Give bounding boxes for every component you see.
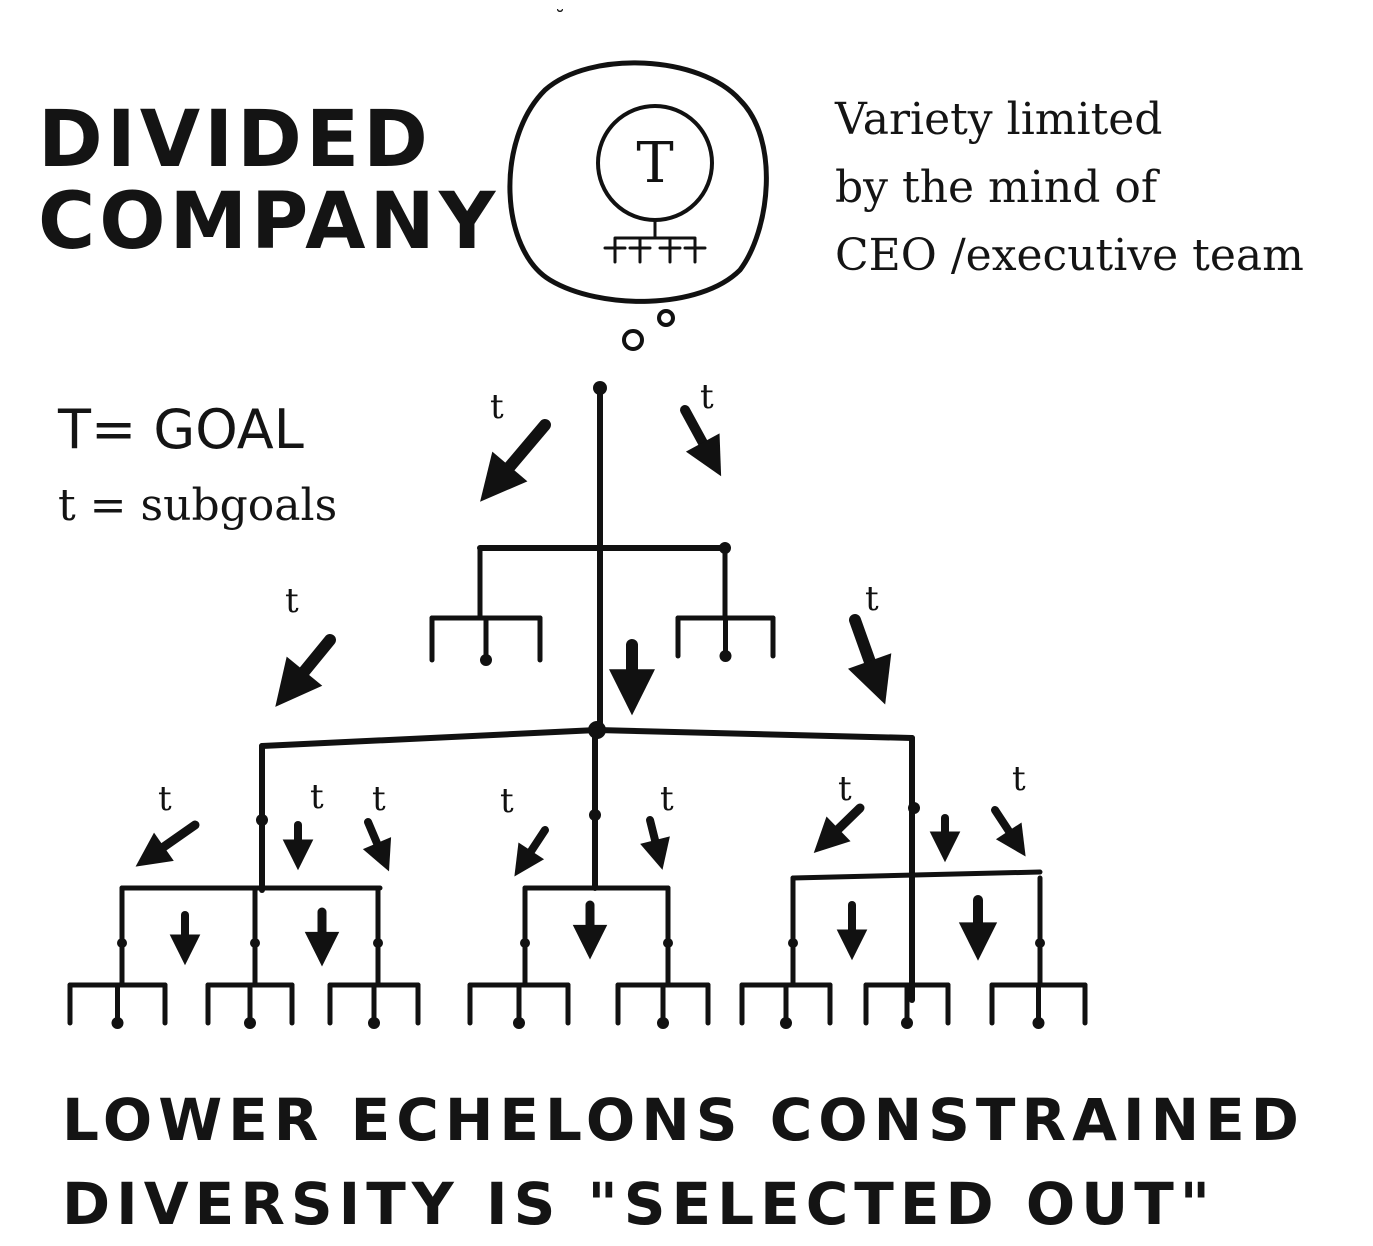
arrow-head	[929, 831, 961, 863]
arrow-head	[640, 836, 670, 870]
main-branch-right	[594, 727, 915, 741]
subgoal-label: t	[838, 769, 852, 809]
arrow-head	[282, 839, 314, 871]
tree-node	[373, 938, 383, 948]
tree-node	[908, 802, 920, 814]
subgoal-arrow	[958, 895, 998, 961]
tree-node	[368, 1017, 380, 1029]
note-line-2: by the mind of	[835, 162, 1158, 214]
subgoal-arrow: t	[813, 769, 865, 854]
legend-goal: T= GOAL	[58, 398, 304, 461]
subgoal-arrow: t	[480, 387, 551, 502]
legend: T= GOAL t = subgoals	[58, 388, 337, 540]
subgoal-arrow: t	[640, 779, 674, 870]
subgoal-label: t	[700, 377, 714, 417]
tree-node	[780, 1017, 792, 1029]
arrow-head	[304, 931, 340, 967]
bubble-dot-2	[622, 329, 644, 351]
arrow-head	[135, 832, 174, 867]
subgoal-arrow	[929, 814, 961, 863]
tree-node	[663, 938, 673, 948]
arrow-head	[848, 653, 892, 705]
subgoal-label: t	[500, 781, 514, 821]
tree-node	[117, 938, 127, 948]
top-mark: ˘	[555, 6, 565, 30]
arrow-head	[572, 924, 608, 960]
tree-node	[1035, 938, 1045, 948]
tree-node	[719, 650, 732, 662]
tree-node	[901, 1017, 913, 1029]
bubble-dot-1	[657, 309, 675, 327]
tree-node	[1032, 1017, 1045, 1029]
arrow-head	[685, 433, 722, 477]
org-tree	[67, 381, 1088, 1029]
variety-note: Variety limited by the mind of CEO /exec…	[835, 86, 1304, 291]
subgoal-arrow	[836, 901, 868, 961]
tree-node	[593, 381, 607, 395]
note-line-1: Variety limited	[835, 94, 1163, 145]
main-branch-left	[259, 727, 600, 749]
note-line-3: CEO /executive team	[835, 230, 1304, 282]
subgoal-label: t	[285, 581, 299, 621]
subgoal-arrow	[169, 911, 201, 966]
arrow-head	[480, 451, 528, 502]
diagram-title: DIVIDED COMPANY	[38, 95, 500, 267]
tree-node	[111, 1017, 124, 1029]
subgoal-label: t	[865, 579, 879, 619]
tree-node	[480, 654, 492, 666]
arrow-head	[836, 929, 868, 961]
arrow-head	[169, 934, 201, 966]
arrow-head	[813, 816, 851, 854]
arrow-head	[514, 842, 545, 877]
arrow-head	[275, 656, 323, 707]
tree-node	[788, 938, 798, 948]
level3-right-bar	[790, 869, 1043, 881]
caption-line-1: LOWER ECHELONS CONSTRAINED	[62, 1086, 1305, 1154]
subgoal-arrow: t	[135, 779, 200, 867]
subgoal-label: t	[372, 779, 386, 819]
subgoal-label: t	[158, 779, 172, 819]
arrow-head	[995, 822, 1026, 857]
title-line-1: DIVIDED	[38, 95, 432, 185]
tree-node	[520, 938, 530, 948]
tree-node	[244, 1017, 256, 1029]
arrow-head	[362, 837, 392, 872]
subgoal-label: t	[660, 779, 674, 819]
goal-symbol: T	[636, 131, 673, 196]
subgoal-arrow: t	[991, 759, 1026, 857]
mini-hierarchy-icon	[603, 218, 707, 264]
subgoal-arrow	[304, 907, 340, 967]
caption-line-2: DIVERSITY IS "SELECTED OUT"	[62, 1170, 1217, 1239]
subgoal-arrow: t	[282, 777, 324, 871]
subgoal-label: t	[490, 387, 504, 427]
subgoal-arrow: t	[848, 579, 892, 705]
subgoal-arrows: t t t t t t t t t t t	[135, 377, 1026, 967]
subgoal-arrow: t	[362, 779, 392, 872]
subgoal-arrow: t	[680, 377, 722, 477]
tree-node	[250, 938, 260, 948]
tree-node	[589, 809, 601, 821]
thought-bubble: T	[507, 60, 769, 351]
tree-node	[256, 814, 268, 826]
subgoal-arrow	[609, 639, 655, 716]
subgoal-label: t	[310, 777, 324, 817]
legend-subgoals: t = subgoals	[58, 479, 338, 531]
arrow-head	[958, 922, 998, 961]
subgoal-arrow: t	[500, 781, 549, 877]
caption: LOWER ECHELONS CONSTRAINED DIVERSITY IS …	[62, 1078, 1305, 1246]
subgoal-arrow: t	[275, 581, 336, 707]
tree-node	[657, 1017, 669, 1029]
subgoal-arrow	[572, 900, 608, 960]
tree-node	[513, 1017, 525, 1029]
title-line-2: COMPANY	[38, 176, 500, 267]
subgoal-label: t	[1012, 759, 1026, 799]
arrow-head	[609, 669, 655, 716]
